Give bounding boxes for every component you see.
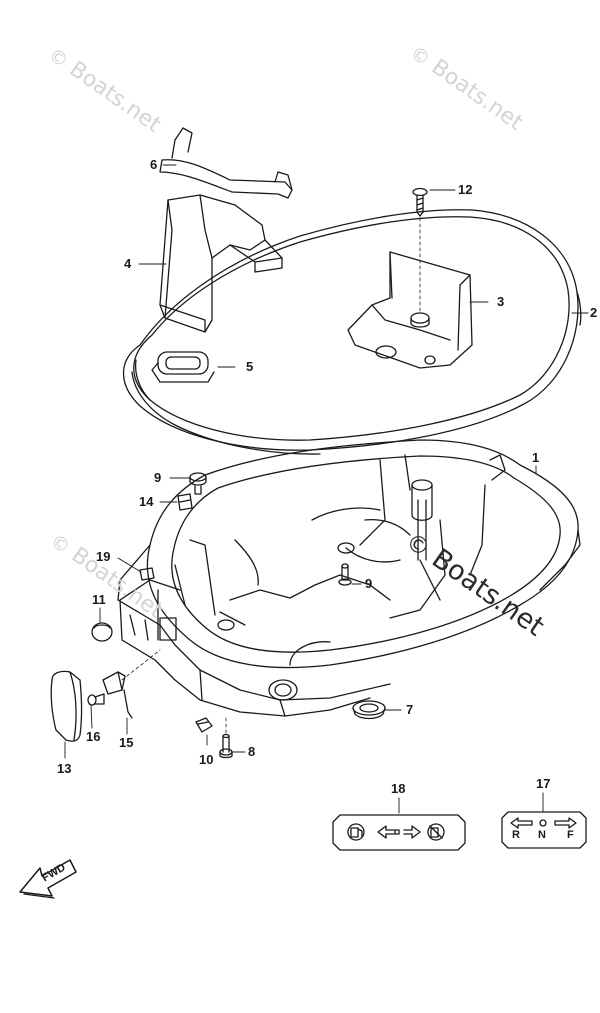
callout-14: 14 — [139, 494, 154, 509]
part-18-label — [332, 814, 466, 851]
part-5-grommet — [151, 351, 215, 383]
part-9-bolt-upper — [189, 472, 207, 495]
part-1-lower-cover — [117, 439, 581, 717]
callout-6: 6 — [150, 157, 158, 172]
callout-16: 16 — [86, 729, 101, 744]
fwd-arrow — [19, 859, 77, 899]
part-6-handle — [159, 127, 293, 199]
part-9-bolt-lower — [338, 563, 352, 586]
callout-5: 5 — [246, 359, 254, 374]
callout-8: 8 — [248, 744, 256, 759]
callout-15: 15 — [119, 735, 134, 750]
leader-lines — [64, 164, 589, 814]
shift-label-r: R — [512, 829, 520, 841]
part-10-mount — [195, 717, 213, 733]
part-17-label — [501, 811, 587, 849]
callout-2: 2 — [590, 305, 598, 320]
shift-label-f: F — [567, 829, 574, 841]
callout-13: 13 — [57, 761, 72, 776]
callout-19: 19 — [96, 549, 111, 564]
part-14-clip — [177, 493, 193, 511]
part-13-side-cover — [50, 670, 83, 742]
callout-9-lower: 9 — [365, 576, 373, 591]
callout-4: 4 — [124, 256, 132, 271]
leader-16 — [90, 705, 93, 729]
part-2-seal — [122, 209, 582, 455]
callout-18: 18 — [391, 781, 406, 796]
part-12-screw — [410, 187, 430, 328]
part-3-block — [347, 251, 473, 369]
callout-9-upper: 9 — [154, 470, 162, 485]
part-4-duct — [159, 194, 283, 333]
part-15-latch — [102, 649, 161, 719]
callout-3: 3 — [497, 294, 505, 309]
callout-12: 12 — [458, 182, 473, 197]
part-11-plug — [91, 622, 113, 642]
leader-19 — [117, 557, 142, 573]
callout-17: 17 — [536, 776, 551, 791]
part-16-screw — [87, 693, 105, 706]
callout-1: 1 — [532, 450, 540, 465]
callout-10: 10 — [199, 752, 214, 767]
callout-7: 7 — [406, 702, 414, 717]
shift-label-n: N — [538, 829, 546, 841]
part-7-grommet — [352, 700, 386, 720]
part-19-cap — [139, 567, 155, 581]
part-8-bolt — [219, 717, 233, 759]
callout-11: 11 — [92, 592, 106, 607]
